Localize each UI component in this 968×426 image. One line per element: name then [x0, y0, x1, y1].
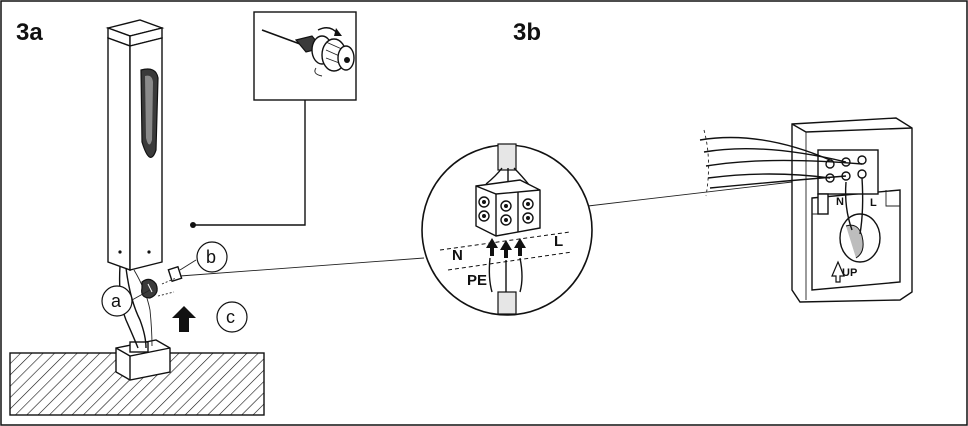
svg-text:b: b [206, 247, 216, 267]
magnifier-leader-left [179, 257, 425, 277]
magnifier-leader-right [587, 181, 793, 207]
leader-line-inset [193, 100, 306, 226]
wall-junction-box [699, 117, 913, 303]
arrow-up-icon [172, 306, 196, 332]
box-n-label: N [836, 196, 844, 208]
callout-b: b [179, 241, 228, 273]
terminal-magnifier [421, 143, 593, 316]
terminal-label-n: N [452, 247, 463, 264]
box-up-label: UP [842, 267, 857, 279]
terminal-label-pe: PE [467, 272, 487, 289]
figure-label-3a: 3a [16, 19, 43, 46]
svg-text:c: c [226, 307, 235, 327]
terminal-label-l: L [554, 233, 563, 250]
callout-c: c [216, 301, 248, 333]
callout-a: a [101, 285, 151, 317]
figure-label-3b: 3b [513, 19, 541, 46]
connector-detail [141, 265, 183, 299]
screwdriver-inset [253, 11, 357, 101]
bollard-light [105, 19, 165, 349]
box-l-label: L [870, 197, 877, 209]
ground-junction-box [115, 339, 171, 381]
svg-text:a: a [111, 291, 122, 311]
